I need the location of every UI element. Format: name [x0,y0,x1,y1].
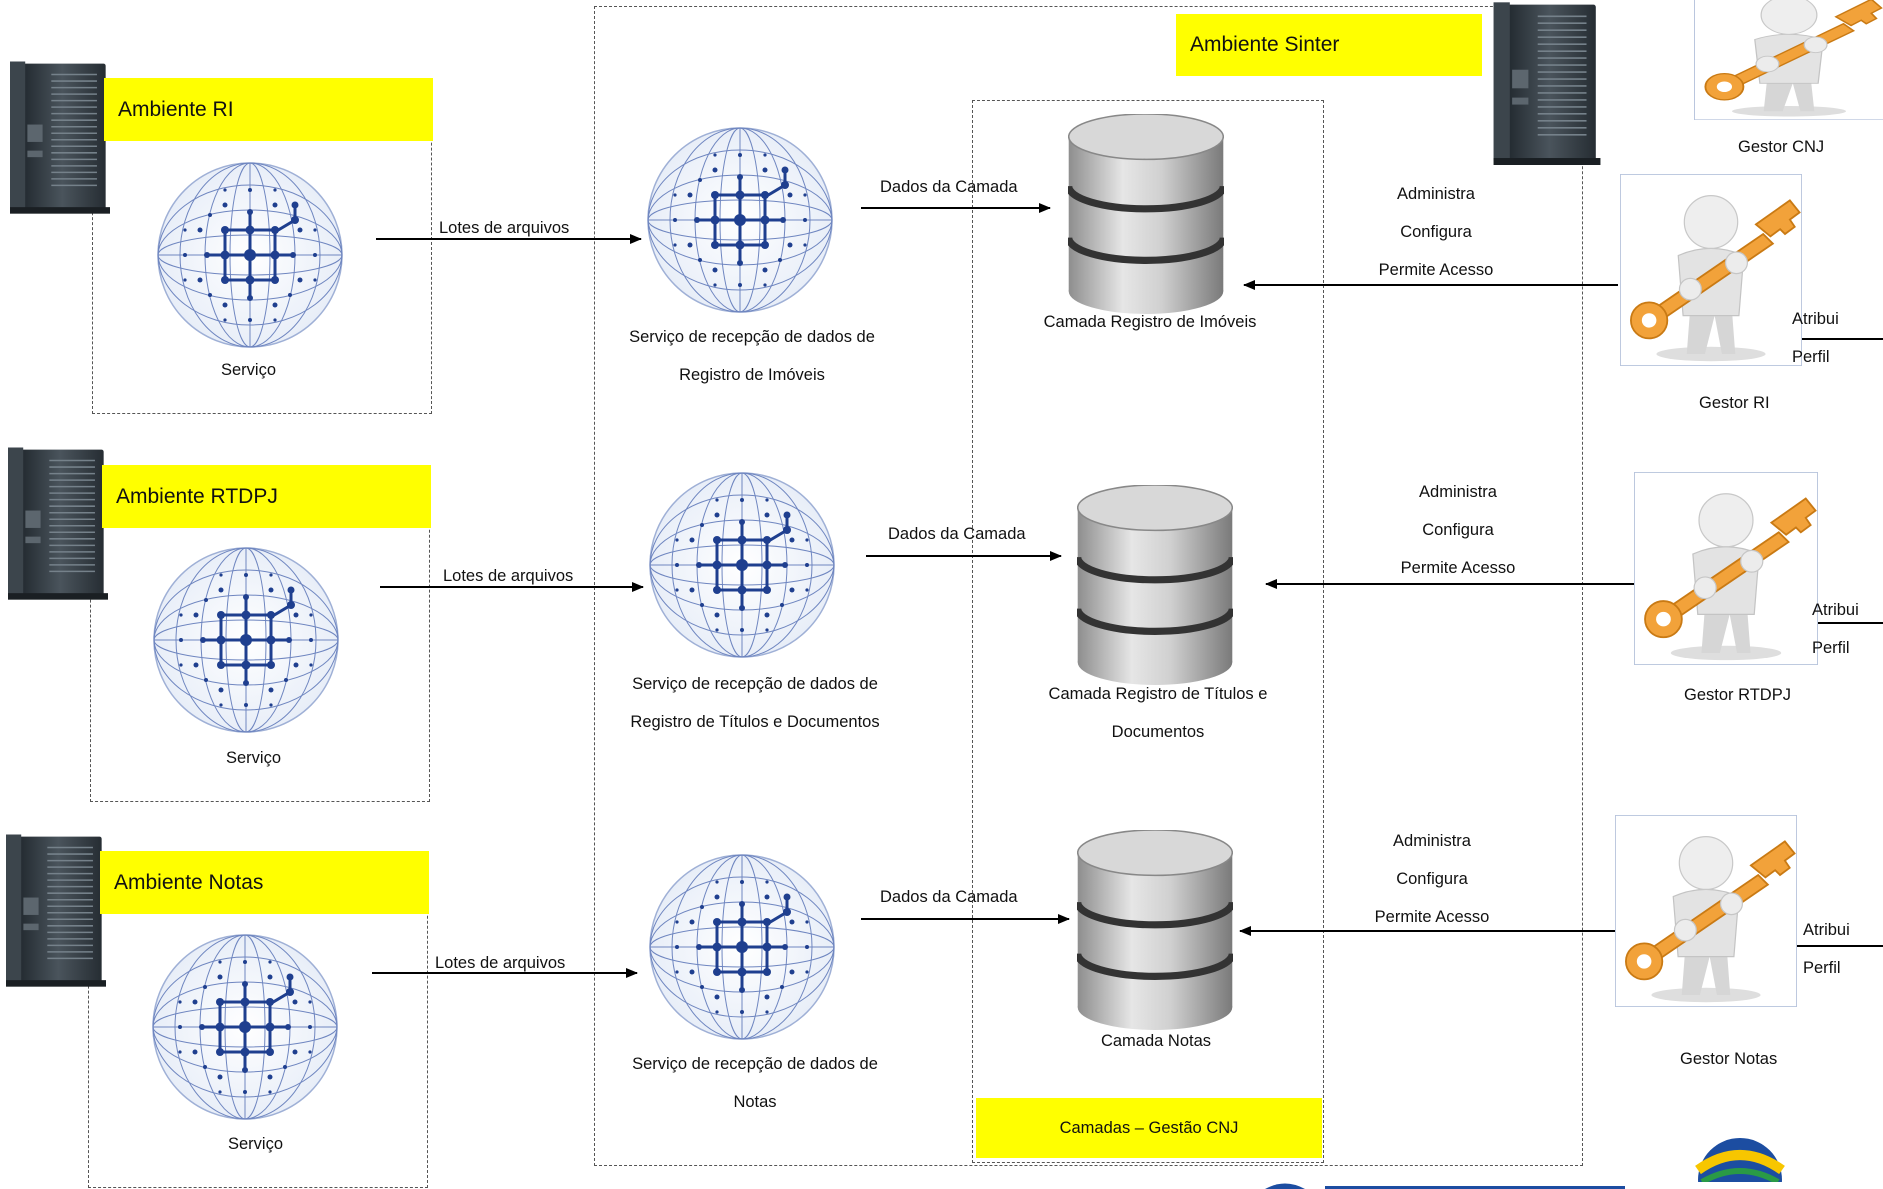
reception-service-line2: Notas [733,1093,777,1111]
notas-environment-title: Ambiente Notas [100,851,429,914]
reception-service-line1: Serviço de recepção de dados de [632,1055,878,1073]
assign-profile-label: Atribui Perfil [1803,911,1873,987]
layer-line1: Camada Registro de Imóveis [1043,313,1257,331]
layer-data-label: Dados da Camada [880,888,1018,906]
ri-environment-title: Ambiente RI [104,78,433,141]
sinter-environment-title: Ambiente Sinter [1176,14,1482,76]
assign-label: Atribui [1812,601,1859,619]
admin-label-group: Administra Configura Permite Acesso [1352,822,1512,936]
admin-label: Administra [1397,185,1475,203]
access-label: Permite Acesso [1378,261,1494,279]
manager-name: Gestor RI [1699,394,1770,412]
manager-name: Gestor RTDPJ [1684,686,1791,704]
assign-label: Atribui [1803,921,1850,939]
batch-files-label: Lotes de arquivos [439,219,570,237]
layer-label: Camada Notas [1036,1022,1276,1060]
profile-label: Perfil [1792,348,1830,366]
layers-management-title: Camadas – Gestão CNJ [976,1098,1322,1158]
access-label: Permite Acesso [1400,559,1516,577]
layer-label: Camada Registro de Imóveis [1030,303,1270,341]
layer-data-label: Dados da Camada [888,525,1026,543]
manager-name: Gestor Notas [1680,1050,1778,1068]
configure-label: Configura [1400,223,1472,241]
configure-label: Configura [1396,870,1468,888]
reception-service-line2: Registro de Títulos e Documentos [630,713,880,731]
layer-line2: Documentos [1111,723,1205,741]
rtdpj-environment-title: Ambiente RTDPJ [102,465,431,528]
configure-label: Configura [1422,521,1494,539]
admin-label: Administra [1419,483,1497,501]
layer-line1: Camada Registro de Títulos e [1048,685,1268,703]
admin-label: Administra [1393,832,1471,850]
service-label: Serviço [226,749,282,767]
layer-data-label: Dados da Camada [880,178,1018,196]
brazil-logo-icon [1660,1138,1883,1189]
layers-frame [972,100,1324,1163]
profile-label: Perfil [1812,639,1850,657]
reception-service-label: Serviço de recepção de dados de Notas [615,1045,895,1121]
reception-service-label: Serviço de recepção de dados de Registro… [612,318,892,394]
access-label: Permite Acesso [1374,908,1490,926]
assign-profile-label: Atribui Perfil [1812,591,1882,667]
admin-label-group: Administra Configura Permite Acesso [1378,473,1538,587]
layer-label: Camada Registro de Títulos e Documentos [1030,675,1286,751]
reception-service-label: Serviço de recepção de dados de Registro… [615,665,895,741]
reception-service-line2: Registro de Imóveis [679,366,825,384]
assign-label: Atribui [1792,310,1839,328]
service-label: Serviço [228,1135,284,1153]
batch-files-label: Lotes de arquivos [435,954,566,972]
layer-line1: Camada Notas [1100,1032,1212,1050]
reception-service-line1: Serviço de recepção de dados de [629,328,875,346]
batch-files-label: Lotes de arquivos [443,567,574,585]
profile-label: Perfil [1803,959,1841,977]
admin-label-group: Administra Configura Permite Acesso [1356,175,1516,289]
manager-name: Gestor CNJ [1738,138,1825,156]
footer-logo-fragment-icon [1265,1183,1625,1189]
service-label: Serviço [221,361,277,379]
assign-profile-label: Atribui Perfil [1792,300,1862,376]
reception-service-line1: Serviço de recepção de dados de [632,675,878,693]
